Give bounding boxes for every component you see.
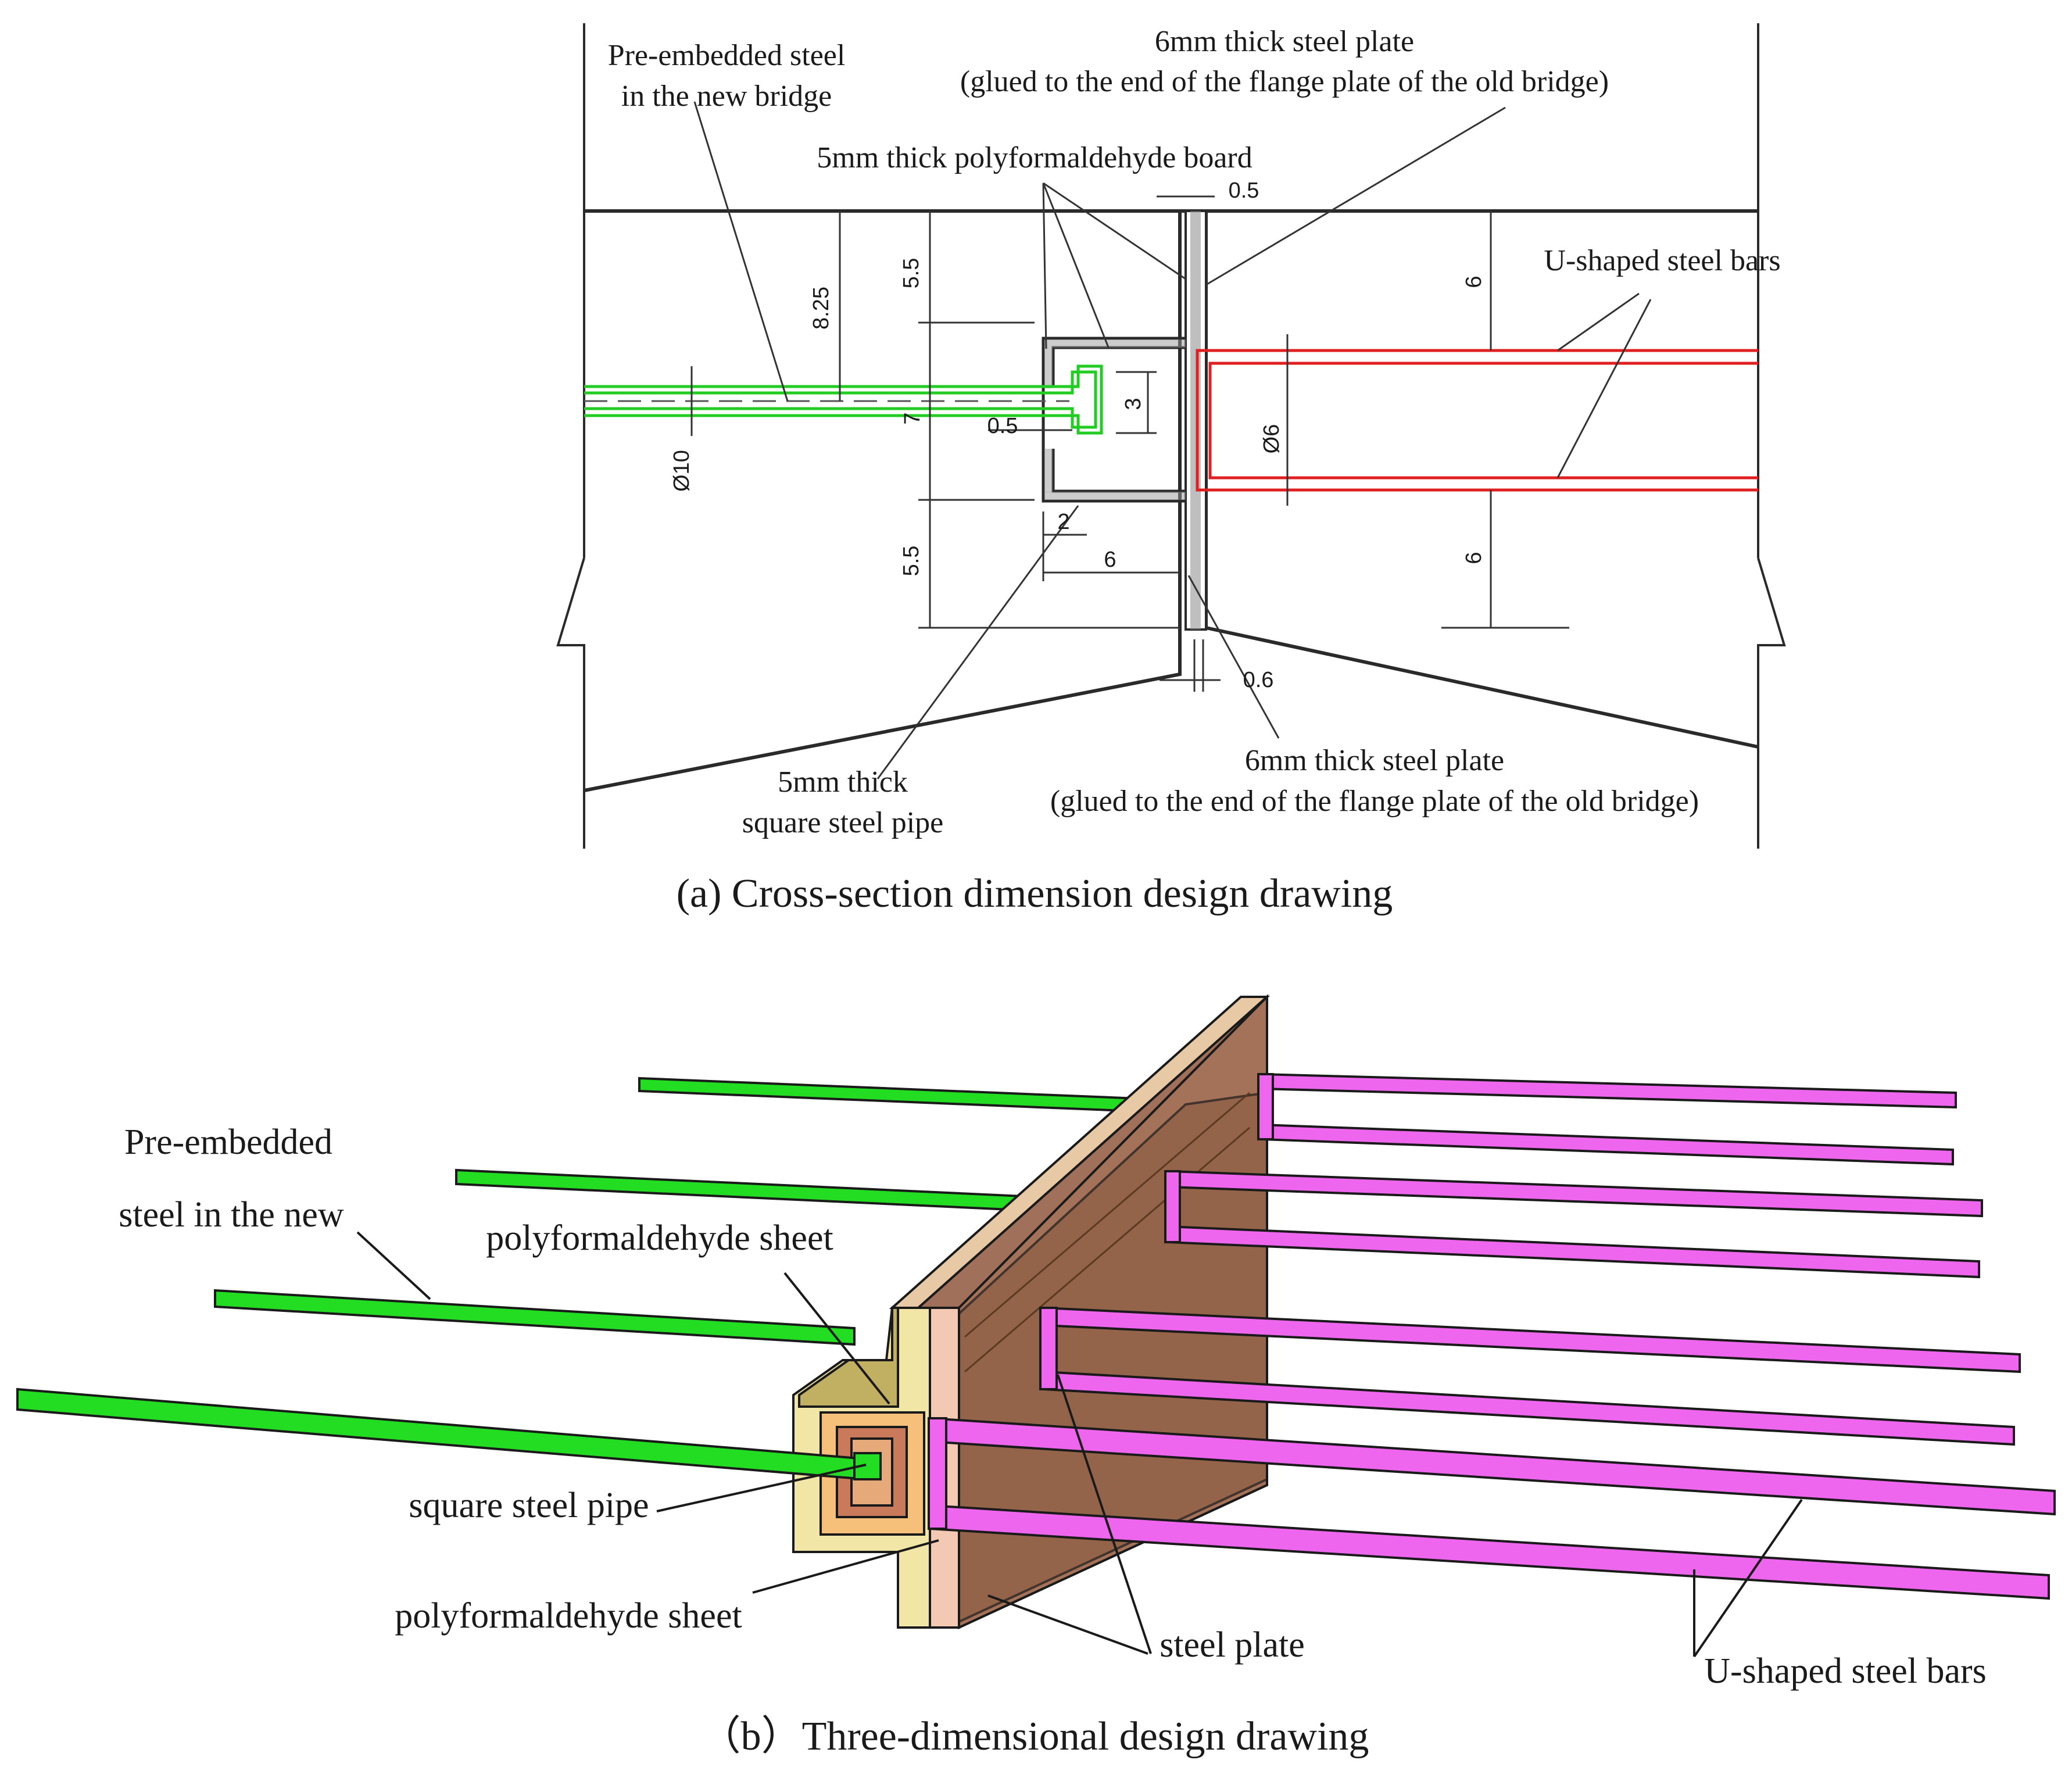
plate-bottom-label-line2: (glued to the end of the flange plate of… <box>1050 785 1699 818</box>
poly-board-label: 5mm thick polyformaldehyde board <box>817 141 1252 174</box>
pre-embedded-steel-bar <box>584 364 1103 435</box>
pre-embedded-label-line1: Pre-embedded steel <box>608 39 846 72</box>
poly-sheet-top-label: polyformaldehyde sheet <box>486 1218 833 1258</box>
dim-5-5-bottom: 5.5 <box>899 546 924 577</box>
dim-phi6: Ø6 <box>1259 424 1284 454</box>
panel-b-3d-view: Pre-embedded steel in the new polyformal… <box>16 994 2056 1759</box>
pre-embedded-label-line2: in the new bridge <box>621 80 832 113</box>
u-shaped-steel-bars-3d <box>928 1072 2056 1600</box>
leader-lines-3d <box>356 1231 1803 1658</box>
pipe-label-line2: square steel pipe <box>742 806 944 839</box>
dim-5-5-top: 5.5 <box>899 258 924 289</box>
panel-a-cross-section: Pre-embedded steel in the new bridge 6mm… <box>556 23 1786 916</box>
caption-b: （b）Three-dimensional design drawing <box>700 1714 1369 1759</box>
u-bars-label-a: U-shaped steel bars <box>1544 244 1780 277</box>
dimension-lines <box>690 195 1569 692</box>
square-steel-pipe-section <box>1042 337 1186 503</box>
leader-lines <box>693 101 1652 779</box>
dim-6-right-bottom: 6 <box>1462 552 1486 564</box>
dim-0-5-mid: 0.5 <box>987 414 1018 438</box>
poly-sheet-bottom-label: polyformaldehyde sheet <box>395 1596 742 1636</box>
plate-bottom-label-line1: 6mm thick steel plate <box>1245 744 1504 777</box>
square-pipe-label: square steel pipe <box>409 1486 649 1525</box>
panel-a-labels: Pre-embedded steel in the new bridge 6mm… <box>608 25 1781 839</box>
dim-3: 3 <box>1121 398 1146 410</box>
dim-6-bottom: 6 <box>1104 548 1116 572</box>
pre-embedded-3d-line2: steel in the new <box>119 1195 344 1235</box>
u-bars-3d-label: U-shaped steel bars <box>1704 1651 1987 1691</box>
plate-top-label-line2: (glued to the end of the flange plate of… <box>960 65 1609 98</box>
green-bars-front <box>16 1289 882 1481</box>
panel-a-dimension-text: 0.5 8.25 5.5 7 5.5 0.5 3 Ø10 Ø6 6 6 2 6 … <box>670 178 1486 692</box>
plate-top-label-line1: 6mm thick steel plate <box>1155 25 1414 58</box>
dim-phi10: Ø10 <box>670 450 694 492</box>
u-shaped-steel-bars-section <box>1196 349 1758 492</box>
pre-embedded-3d-line1: Pre-embedded <box>124 1122 332 1162</box>
dim-7: 7 <box>900 412 925 424</box>
steel-plate-label: steel plate <box>1160 1625 1305 1665</box>
caption-a: (a) Cross-section dimension design drawi… <box>677 871 1393 916</box>
dim-0-6: 0.6 <box>1243 668 1274 692</box>
dim-2: 2 <box>1057 510 1069 534</box>
dim-0-5-top: 0.5 <box>1229 178 1259 203</box>
pipe-label-line1: 5mm thick <box>778 766 908 799</box>
dim-8-25: 8.25 <box>809 287 833 330</box>
dim-6-right-top: 6 <box>1462 276 1486 288</box>
panel-b-labels: Pre-embedded steel in the new polyformal… <box>119 1122 1986 1691</box>
